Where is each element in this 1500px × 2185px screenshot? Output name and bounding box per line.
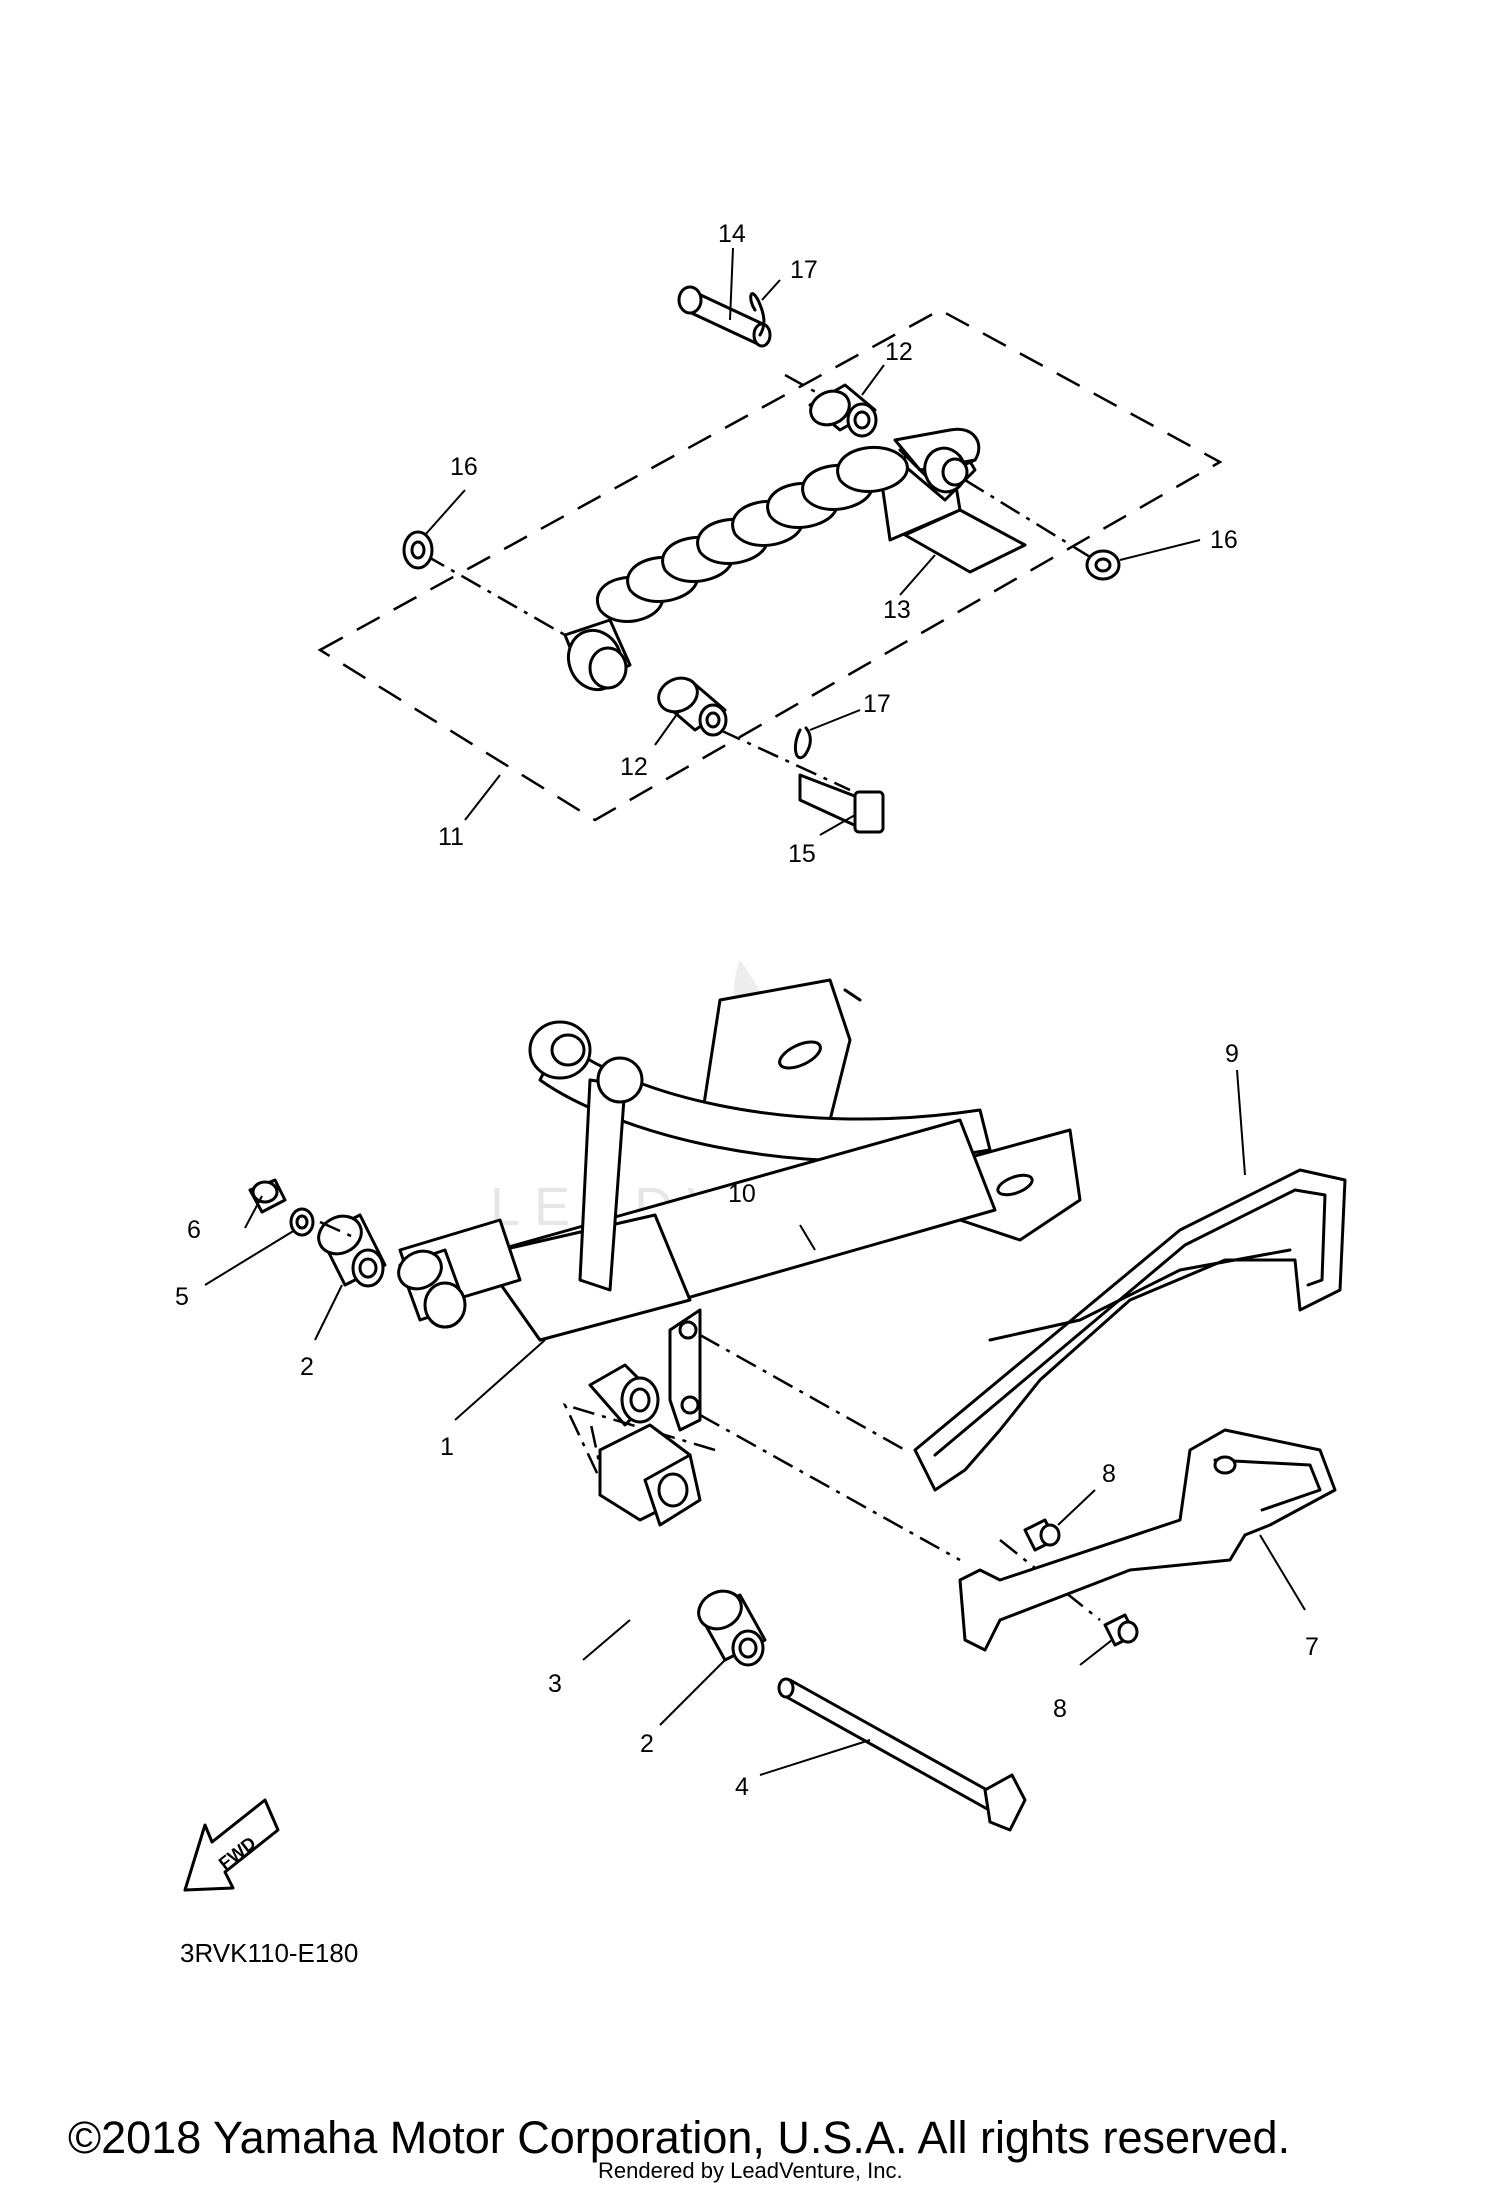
cotter-pin-upper: [749, 292, 766, 337]
washer-left: [402, 530, 434, 570]
nut-6: [248, 1178, 287, 1214]
bushing-3: [598, 1423, 702, 1527]
swingarm-assembly: [398, 978, 1082, 1432]
collar-lower: [697, 1589, 767, 1667]
callout-12-upper: 12: [885, 338, 913, 366]
callout-17-lower: 17: [863, 690, 891, 718]
callout-11: 11: [438, 823, 464, 851]
pivot-shaft: [777, 1677, 1027, 1832]
bolt-lower: [1103, 1613, 1139, 1647]
callout-16-right: 16: [1210, 526, 1238, 554]
callout-17-upper: 17: [790, 256, 818, 284]
assembly-outline: [317, 308, 1223, 822]
callout-15: 15: [788, 840, 816, 868]
callout-1: 1: [440, 1433, 454, 1461]
copyright-notice: ©2018 Yamaha Motor Corporation, U.S.A. A…: [68, 2112, 1290, 2163]
shock-spring: [563, 427, 981, 692]
callout-2-upper: 2: [300, 1353, 314, 1381]
callout-10: 10: [728, 1180, 756, 1208]
callout-6: 6: [187, 1216, 201, 1244]
bearing-left: [397, 1248, 467, 1329]
pin-upper: [677, 285, 772, 348]
callout-3: 3: [548, 1670, 562, 1698]
callout-14: 14: [718, 220, 746, 248]
callout-12-lower: 12: [620, 753, 648, 781]
callout-4: 4: [735, 1773, 749, 1801]
swingarm-tube: [538, 1038, 992, 1163]
bushing-upper: [808, 383, 878, 438]
callout-5: 5: [175, 1283, 189, 1311]
bushing-lower: [657, 676, 728, 737]
callout-8-upper: 8: [1102, 1460, 1116, 1488]
chain-case: [913, 1168, 1347, 1492]
callout-7: 7: [1305, 1633, 1319, 1661]
forward-arrow-icon: FWD: [183, 1798, 280, 1892]
washer-right: [1085, 549, 1121, 581]
cotter-pin-lower: [793, 726, 812, 759]
shock-absorber-assembly: [317, 285, 1223, 834]
washer-5: [289, 1207, 315, 1237]
pin-lower: [798, 773, 885, 834]
chain-guard: [958, 1428, 1337, 1652]
leader-lines: [204, 247, 1306, 1776]
bolt-upper: [1023, 1518, 1061, 1552]
collar-upper: [317, 1213, 387, 1288]
callout-labels: 14 17 12 16 16 13 12 17 15 11 9 10 6 5 2…: [175, 220, 1319, 1801]
callout-16-left: 16: [450, 453, 478, 481]
callout-9: 9: [1225, 1040, 1239, 1068]
label-plate: [903, 508, 1027, 574]
callout-2-lower: 2: [640, 1730, 654, 1758]
callout-13: 13: [883, 596, 911, 624]
diagram-code: 3RVK110-E180: [180, 1938, 358, 1968]
callout-8-lower: 8: [1053, 1695, 1067, 1723]
rendered-by-credit: Rendered by LeadVenture, Inc.: [598, 2158, 903, 2183]
